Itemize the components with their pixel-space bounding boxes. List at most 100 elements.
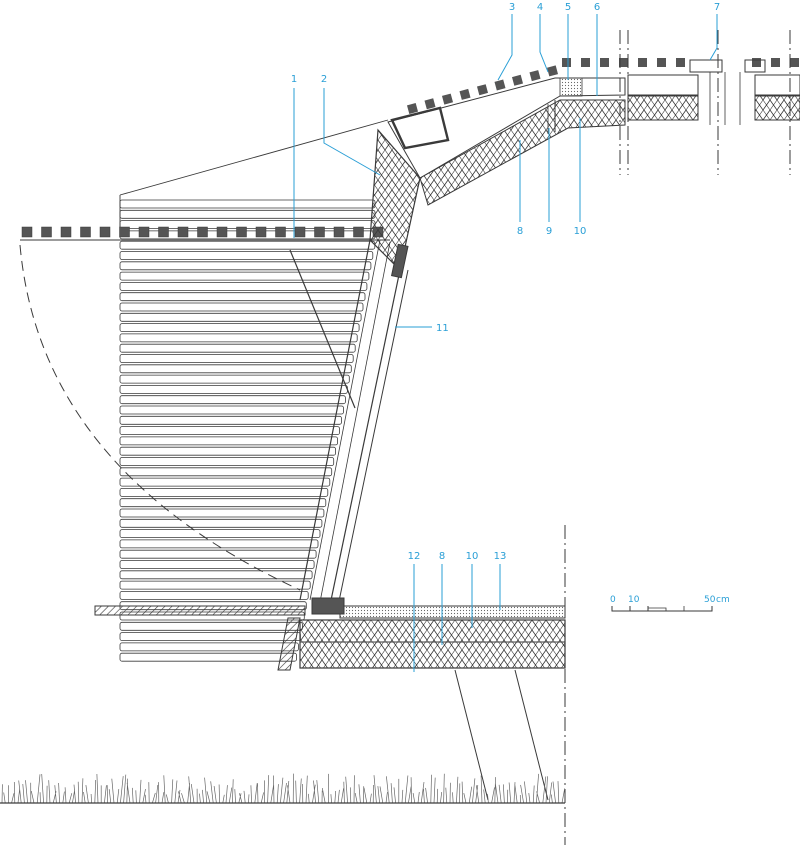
timber-slat	[119, 312, 362, 322]
callout-7: 7	[714, 2, 720, 13]
timber-slat	[119, 364, 352, 374]
eave-batten	[41, 226, 52, 238]
eave-batten	[99, 226, 111, 238]
grass-blades	[1, 773, 566, 804]
callout-12: 12	[408, 551, 421, 562]
callout-10-roof: 10	[574, 226, 587, 237]
timber-slat	[119, 240, 376, 250]
timber-slat	[119, 457, 335, 466]
timber-slat	[119, 415, 342, 425]
timber-slats	[119, 199, 376, 662]
callout-11: 11	[436, 323, 449, 334]
roof-batten	[752, 58, 761, 67]
callout-5: 5	[565, 2, 571, 13]
roof-buildup	[387, 77, 626, 206]
upper-cladding	[119, 119, 389, 232]
timber-slat	[119, 549, 317, 559]
grass-ground	[1, 773, 566, 804]
roof-batten	[600, 58, 609, 67]
roof-battens	[406, 58, 799, 115]
swing-arc	[19, 244, 301, 591]
scale-tick-50: 50	[704, 595, 716, 605]
eave-batten	[197, 226, 208, 238]
roof-batten	[790, 58, 799, 67]
eave-batten	[80, 226, 91, 238]
roof-batten	[406, 102, 419, 115]
timber-slat	[119, 467, 333, 477]
scale-tick-10: 10	[628, 595, 640, 605]
ground-leaders	[454, 669, 549, 801]
eave-batten	[294, 226, 306, 238]
timber-slat	[119, 446, 337, 456]
timber-slat	[119, 529, 321, 538]
timber-slat	[119, 498, 327, 508]
scale-tick-0: 0	[610, 595, 616, 605]
roof-batten	[546, 65, 559, 77]
eave-batten	[177, 226, 189, 238]
callout-6: 6	[594, 2, 600, 13]
roof-batten	[529, 70, 541, 82]
floor-slab	[94, 597, 566, 671]
callout-leaders	[293, 14, 718, 672]
timber-slat	[119, 333, 358, 343]
callout-8-roof: 8	[517, 226, 523, 237]
timber-slat	[119, 302, 364, 312]
callout-10-floor: 10	[466, 551, 479, 562]
timber-slat	[119, 591, 309, 600]
eave-batten	[255, 226, 267, 238]
eave-batten	[119, 226, 130, 238]
timber-slat	[119, 384, 348, 394]
roof-batten	[511, 74, 524, 86]
timber-slat	[119, 539, 319, 549]
eave-batten	[236, 226, 247, 238]
roof-batten	[562, 58, 571, 67]
timber-slat	[119, 251, 374, 260]
timber-slat	[119, 580, 311, 590]
eave-batten	[21, 226, 33, 238]
timber-slat	[119, 652, 297, 662]
timber-slat	[119, 292, 366, 302]
timber-slat	[119, 281, 368, 291]
brace-line	[289, 249, 356, 409]
timber-slat	[119, 570, 313, 580]
timber-slat	[119, 426, 340, 436]
break-lines	[564, 30, 791, 845]
timber-slat	[119, 374, 350, 384]
timber-slat	[119, 632, 301, 641]
timber-slat	[119, 621, 303, 631]
timber-slat	[119, 199, 376, 209]
callout-labels: 1 2 3 4 5 6 7 8 9 10 11 12 8 10 13	[291, 2, 720, 562]
timber-slat	[119, 518, 323, 528]
eave-battens	[21, 226, 384, 238]
callout-8-floor: 8	[439, 551, 445, 562]
callout-2: 2	[321, 74, 327, 85]
roof-batten	[619, 58, 628, 67]
timber-slat	[119, 477, 331, 487]
scale-unit: cm	[716, 595, 730, 605]
roof-batten	[476, 84, 489, 96]
eave-batten	[314, 226, 325, 238]
scale-bar: 0 10 50 cm	[610, 595, 730, 612]
timber-slat	[119, 343, 356, 353]
timber-slat	[119, 508, 325, 518]
timber-slat	[119, 560, 315, 569]
eave-batten	[333, 226, 345, 238]
timber-slat	[119, 487, 329, 497]
eave-batten	[353, 226, 364, 238]
callout-3: 3	[509, 2, 515, 13]
inclined-wall	[299, 128, 421, 607]
roof-batten	[638, 58, 647, 67]
eave-batten	[158, 226, 169, 238]
roof-right	[627, 59, 800, 125]
timber-slat	[119, 354, 354, 363]
roof-batten	[459, 88, 471, 100]
callout-1: 1	[291, 74, 297, 85]
eave-batten	[138, 226, 150, 238]
eave-batten	[216, 226, 228, 238]
roof-batten	[581, 58, 590, 67]
roof-batten	[424, 98, 436, 110]
timber-slat	[119, 209, 376, 219]
roof-batten	[441, 93, 454, 105]
callout-4: 4	[537, 2, 543, 13]
